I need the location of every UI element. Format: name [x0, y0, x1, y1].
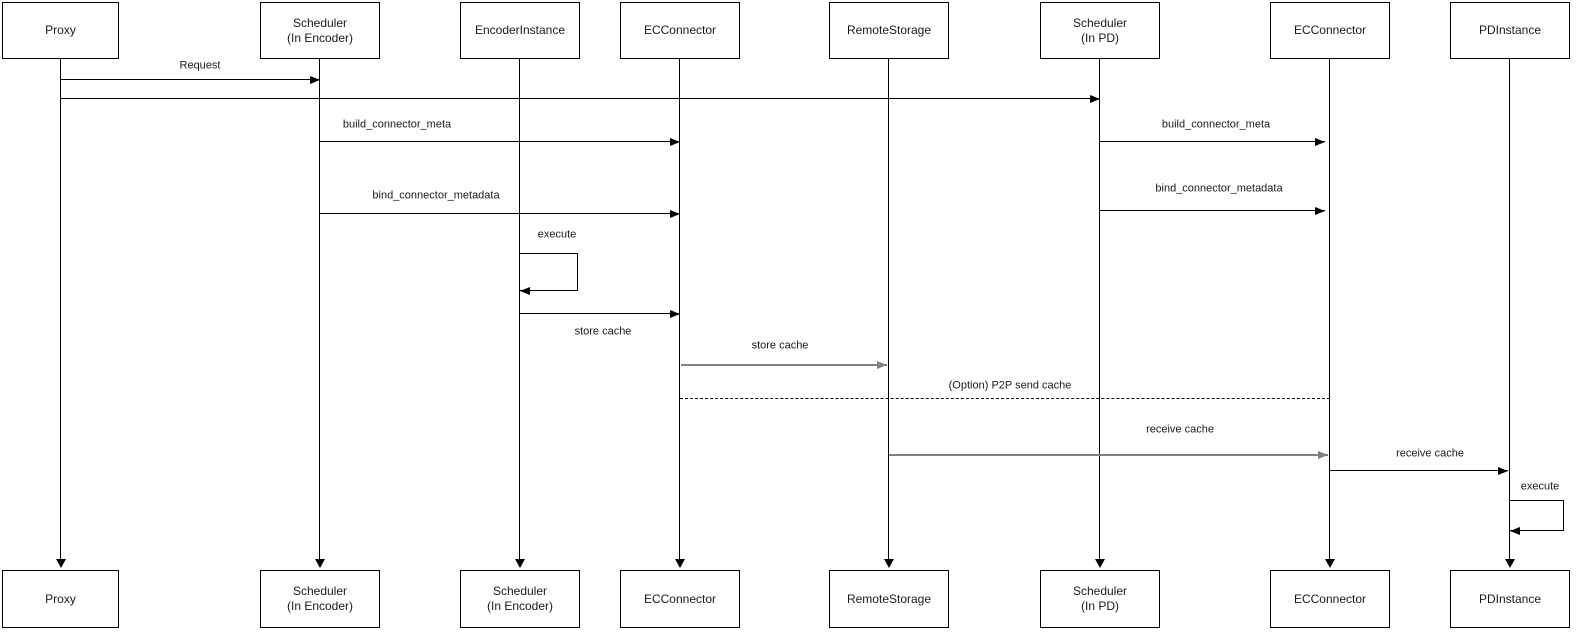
lifeline-ec-connector-1 [679, 59, 680, 560]
message-build-connector-meta-2-label: build_connector_meta [1161, 118, 1271, 131]
actor-box-top-pd-instance: PDInstance [1450, 2, 1570, 59]
message-bind-connector-metadata-1-arrowhead-icon [670, 210, 680, 218]
lifeline-scheduler-in-pd [1099, 59, 1100, 560]
actor-box-bottom-remote-storage: RemoteStorage [829, 570, 949, 628]
message-bind-connector-metadata-2-arrowhead-icon [1315, 207, 1325, 215]
actor-box-top-encoder-instance: EncoderInstance [460, 2, 580, 59]
actor-box-bottom-scheduler-in-pd: Scheduler(In PD) [1040, 570, 1160, 628]
self-message-execute-pd-top [1510, 500, 1564, 501]
actor-box-bottom-scheduler-in-encoder-1-label: Scheduler [292, 584, 348, 598]
message-store-cache-2-label: store cache [751, 339, 809, 352]
actor-box-bottom-scheduler-in-encoder-2-label: Scheduler [492, 584, 548, 598]
lifeline-scheduler-in-encoder [319, 59, 320, 560]
actor-box-bottom-scheduler-in-encoder-2: Scheduler(In Encoder) [460, 570, 580, 628]
message-proxy-to-scheduler-pd-arrowhead-icon [1090, 95, 1100, 103]
actor-box-top-scheduler-in-encoder: Scheduler(In Encoder) [260, 2, 380, 59]
actor-box-top-proxy-label: Proxy [45, 23, 76, 37]
message-store-cache-2-line [681, 364, 887, 366]
self-message-execute-encoder-top [520, 253, 578, 254]
lifeline-arrow-down-icon [675, 559, 685, 568]
message-receive-cache-2-label: receive cache [1396, 447, 1464, 460]
self-message-execute-encoder-right [577, 253, 578, 290]
message-build-connector-meta-1-label: build_connector_meta [342, 118, 452, 131]
message-store-cache-1-line [520, 313, 680, 314]
lifeline-arrow-down-icon [1505, 559, 1515, 568]
self-message-execute-encoder-bottom [520, 290, 578, 291]
actor-box-top-pd-instance-label: PDInstance [1478, 23, 1542, 37]
lifeline-pd-instance [1509, 59, 1510, 560]
self-message-execute-pd-bottom [1510, 530, 1564, 531]
message-store-cache-1-label: store cache [574, 325, 632, 338]
lifeline-encoder-instance [519, 59, 520, 560]
message-bind-connector-metadata-2-line [1100, 210, 1325, 211]
message-build-connector-meta-2-arrowhead-icon [1315, 138, 1325, 146]
lifeline-ec-connector-2 [1329, 59, 1330, 560]
actor-box-top-ec-connector-1: ECConnector [620, 2, 740, 59]
self-message-execute-pd-right [1563, 500, 1564, 530]
lifeline-arrow-down-icon [315, 559, 325, 568]
message-p2p-send-cache-label: (Option) P2P send cache [948, 379, 1072, 392]
actor-box-bottom-scheduler-in-pd-label: (In PD) [1080, 599, 1119, 613]
actor-box-top-remote-storage: RemoteStorage [829, 2, 949, 59]
self-message-execute-encoder-arrowhead-icon [520, 287, 530, 295]
actor-box-bottom-scheduler-in-encoder-2-label: (In Encoder) [486, 599, 554, 613]
message-bind-connector-metadata-1-label: bind_connector_metadata [372, 189, 500, 202]
actor-box-bottom-ec-connector-1-label: ECConnector [643, 591, 717, 606]
actor-box-bottom-proxy: Proxy [2, 570, 119, 628]
message-request-arrowhead-icon [310, 76, 320, 84]
lifeline-proxy [60, 59, 61, 560]
lifeline-arrow-down-icon [884, 559, 894, 568]
actor-box-bottom-pd-instance: PDInstance [1450, 570, 1570, 628]
lifeline-arrow-down-icon [56, 559, 66, 568]
actor-box-bottom-proxy-label: Proxy [45, 591, 76, 606]
message-build-connector-meta-1-line [320, 141, 680, 142]
message-request-label: Request [179, 59, 221, 72]
message-receive-cache-2-line [1330, 470, 1508, 471]
message-execute-pd-label: execute [1520, 480, 1560, 493]
actor-box-top-ec-connector-2: ECConnector [1270, 2, 1390, 59]
actor-box-top-ec-connector-2-label: ECConnector [1293, 23, 1367, 37]
actor-box-bottom-ec-connector-2: ECConnector [1270, 570, 1390, 628]
actor-box-bottom-ec-connector-2-label: ECConnector [1293, 591, 1367, 606]
message-receive-cache-1-label: receive cache [1146, 423, 1214, 436]
actor-box-top-scheduler-in-encoder-label: (In Encoder) [286, 30, 354, 45]
actor-box-bottom-remote-storage-label: RemoteStorage [846, 591, 932, 606]
message-bind-connector-metadata-1-line [320, 213, 680, 214]
message-store-cache-1-arrowhead-icon [670, 310, 680, 318]
message-bind-connector-metadata-2-label: bind_connector_metadata [1155, 182, 1283, 195]
actor-box-top-scheduler-in-pd: Scheduler(In PD) [1040, 2, 1160, 59]
actor-box-top-encoder-instance-label: EncoderInstance [474, 23, 566, 37]
message-p2p-send-cache-line [680, 398, 1330, 399]
message-receive-cache-1-arrowhead-icon [1318, 451, 1328, 459]
actor-box-top-scheduler-in-encoder-label: Scheduler [292, 15, 348, 30]
actor-box-bottom-pd-instance-label: PDInstance [1478, 591, 1542, 606]
lifeline-arrow-down-icon [1325, 559, 1335, 568]
message-execute-encoder-label: execute [537, 228, 577, 241]
actor-box-top-remote-storage-label: RemoteStorage [846, 23, 932, 37]
actor-box-bottom-scheduler-in-encoder-1-label: (In Encoder) [286, 599, 354, 613]
message-receive-cache-1-line [889, 454, 1328, 456]
message-request-line [61, 79, 320, 80]
message-build-connector-meta-2-line [1100, 141, 1325, 142]
message-build-connector-meta-1-arrowhead-icon [670, 138, 680, 146]
lifeline-arrow-down-icon [1095, 559, 1105, 568]
actor-box-top-ec-connector-1-label: ECConnector [643, 23, 717, 37]
actor-box-top-scheduler-in-pd-label: Scheduler [1072, 15, 1128, 30]
actor-box-bottom-scheduler-in-encoder-1: Scheduler(In Encoder) [260, 570, 380, 628]
self-message-execute-pd-arrowhead-icon [1510, 527, 1520, 535]
actor-box-bottom-scheduler-in-pd-label: Scheduler [1072, 584, 1128, 598]
actor-box-top-proxy: Proxy [2, 2, 119, 59]
message-store-cache-2-arrowhead-icon [877, 361, 887, 369]
message-proxy-to-scheduler-pd-line [61, 98, 1100, 99]
actor-box-bottom-ec-connector-1: ECConnector [620, 570, 740, 628]
lifeline-arrow-down-icon [515, 559, 525, 568]
message-receive-cache-2-arrowhead-icon [1498, 467, 1508, 475]
lifeline-remote-storage [888, 59, 889, 560]
actor-box-top-scheduler-in-pd-label: (In PD) [1080, 30, 1119, 45]
